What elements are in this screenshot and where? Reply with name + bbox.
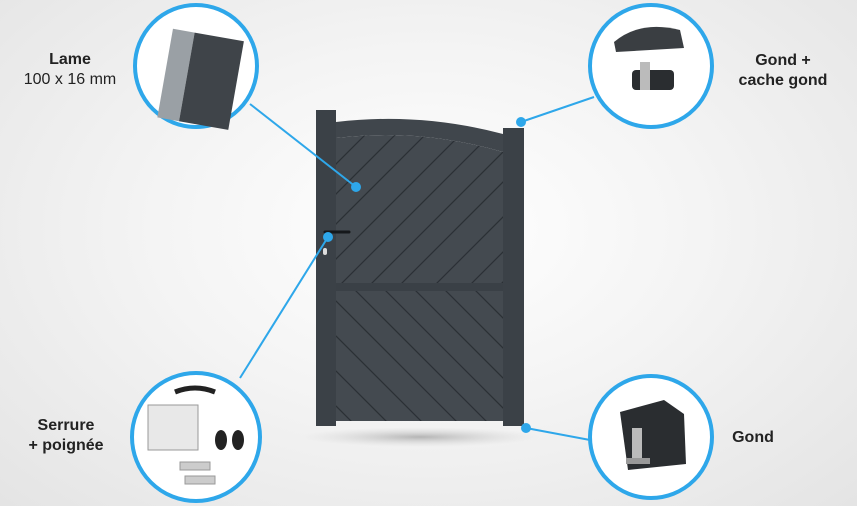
label-gond-cache: Gond + cache gond: [718, 51, 848, 91]
callout-circle-gond-cache: [588, 3, 714, 129]
keyhole: [323, 248, 327, 255]
gate: [316, 110, 524, 426]
callout-circle-lame: [133, 3, 259, 130]
serrure-line2: + poignée: [28, 437, 104, 454]
lame-dimensions: 100 x 16 mm: [23, 71, 117, 88]
label-lame: Lame 100 x 16 mm: [10, 50, 130, 90]
gate-shadow: [300, 427, 540, 447]
callout-circle-gond: [588, 374, 714, 500]
label-serrure: Serrure + poignée: [6, 416, 126, 456]
gond-cache-line1: Gond +: [755, 52, 811, 69]
label-gond: Gond: [732, 429, 774, 446]
serrure-line1: Serrure: [37, 417, 95, 434]
callout-circle-serrure: [130, 371, 262, 503]
callout-lines: [239, 96, 595, 441]
lame-title: Lame: [49, 51, 91, 68]
gond-cache-line2: cache gond: [738, 72, 828, 89]
